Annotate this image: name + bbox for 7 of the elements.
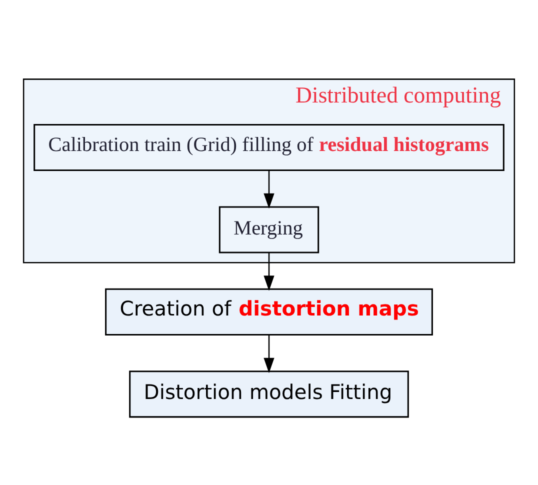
node-box: Distortion models Fitting <box>129 370 409 418</box>
node-box: Calibration train (Grid) filling of residual histograms <box>34 123 504 171</box>
node-box: Creation of distortion maps <box>105 288 433 335</box>
arrow <box>264 252 274 290</box>
node-box: Merging <box>218 206 320 253</box>
arrow <box>264 334 274 373</box>
arrow <box>264 170 274 208</box>
